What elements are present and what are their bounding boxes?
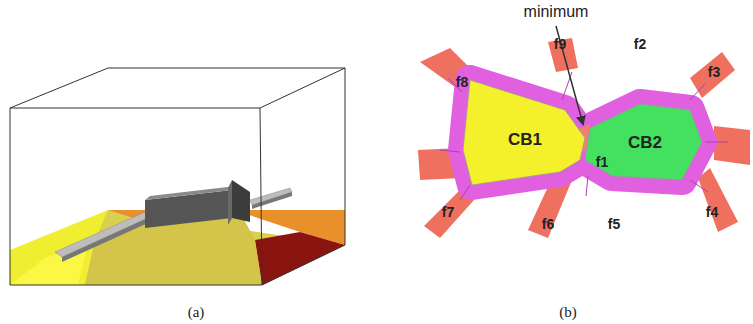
face-label: f9 (554, 36, 566, 52)
face-divider (440, 72, 728, 200)
face-label: f3 (708, 64, 720, 80)
cell-block: CB1 (463, 80, 585, 185)
face-label: f1 (596, 154, 608, 170)
face-label: f5 (608, 216, 620, 232)
cell-label: CB1 (508, 130, 542, 150)
cell-shape (585, 104, 702, 180)
face-label: f8 (456, 74, 468, 90)
subfigure-caption: (b) (559, 304, 577, 321)
face-label: f4 (706, 204, 718, 220)
cell-shape (463, 80, 585, 185)
face-band (463, 80, 702, 185)
subfigure-caption: (a) (188, 304, 205, 321)
face-label: f7 (442, 204, 454, 220)
face-label: f6 (542, 216, 554, 232)
box-outline (10, 68, 345, 285)
annotation: minimum (524, 3, 589, 21)
neighbour-face (418, 38, 750, 238)
cell-label: CB2 (628, 133, 662, 153)
face-label: f2 (634, 36, 646, 52)
wall (55, 180, 292, 262)
